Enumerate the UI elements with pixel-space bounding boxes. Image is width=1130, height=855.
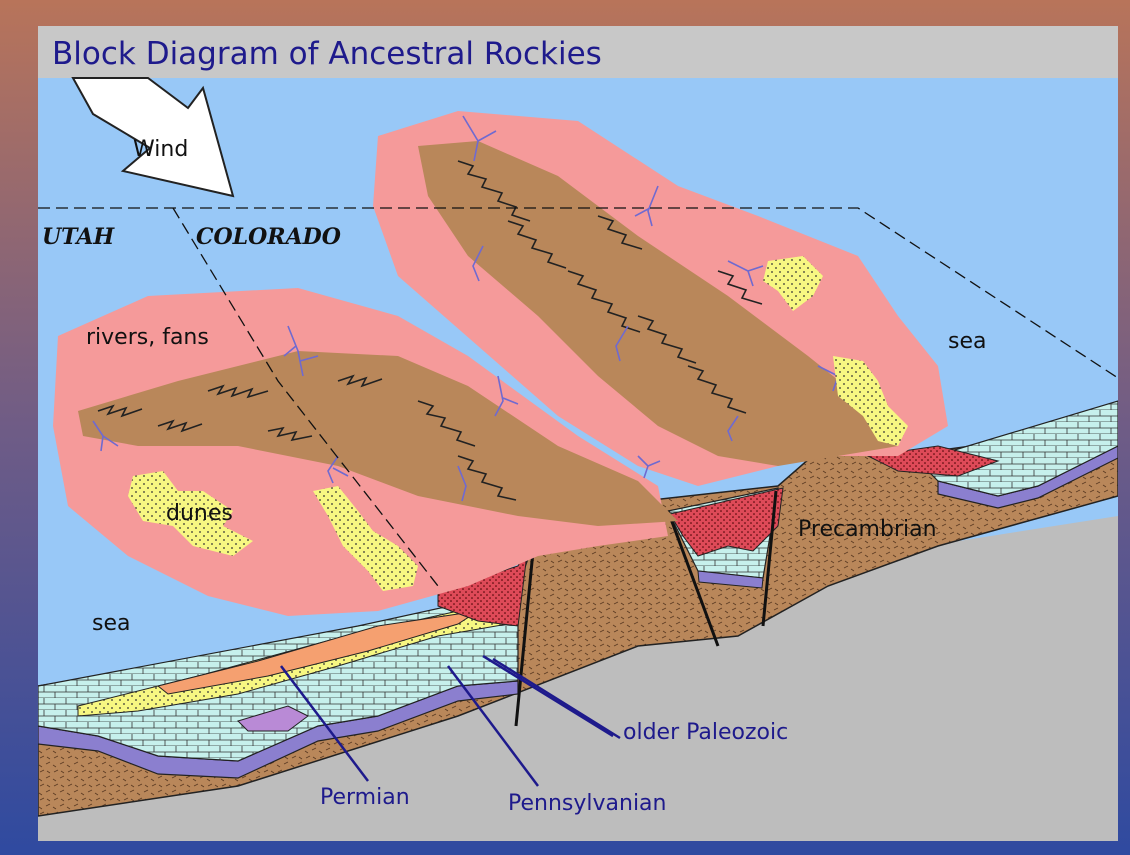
utah-label: UTAH: [42, 224, 115, 250]
diagram-frame: Block Diagram of Ancestral Rockies: [38, 26, 1118, 841]
sea-label-right: sea: [948, 329, 986, 354]
dunes-label: dunes: [166, 501, 233, 526]
pennsylvanian-label: Pennsylvanian: [508, 791, 666, 816]
permian-label: Permian: [320, 785, 410, 810]
colorado-label: COLORADO: [196, 224, 341, 250]
rivers-fans-label: rivers, fans: [86, 325, 209, 350]
diagram-title: Block Diagram of Ancestral Rockies: [52, 36, 602, 72]
precambrian-label: Precambrian: [798, 517, 937, 542]
block-diagram: Block Diagram of Ancestral Rockies: [38, 26, 1118, 841]
wind-label: Wind: [133, 137, 188, 162]
older-paleozoic-label: older Paleozoic: [623, 720, 788, 745]
sea-label-left: sea: [92, 611, 130, 636]
